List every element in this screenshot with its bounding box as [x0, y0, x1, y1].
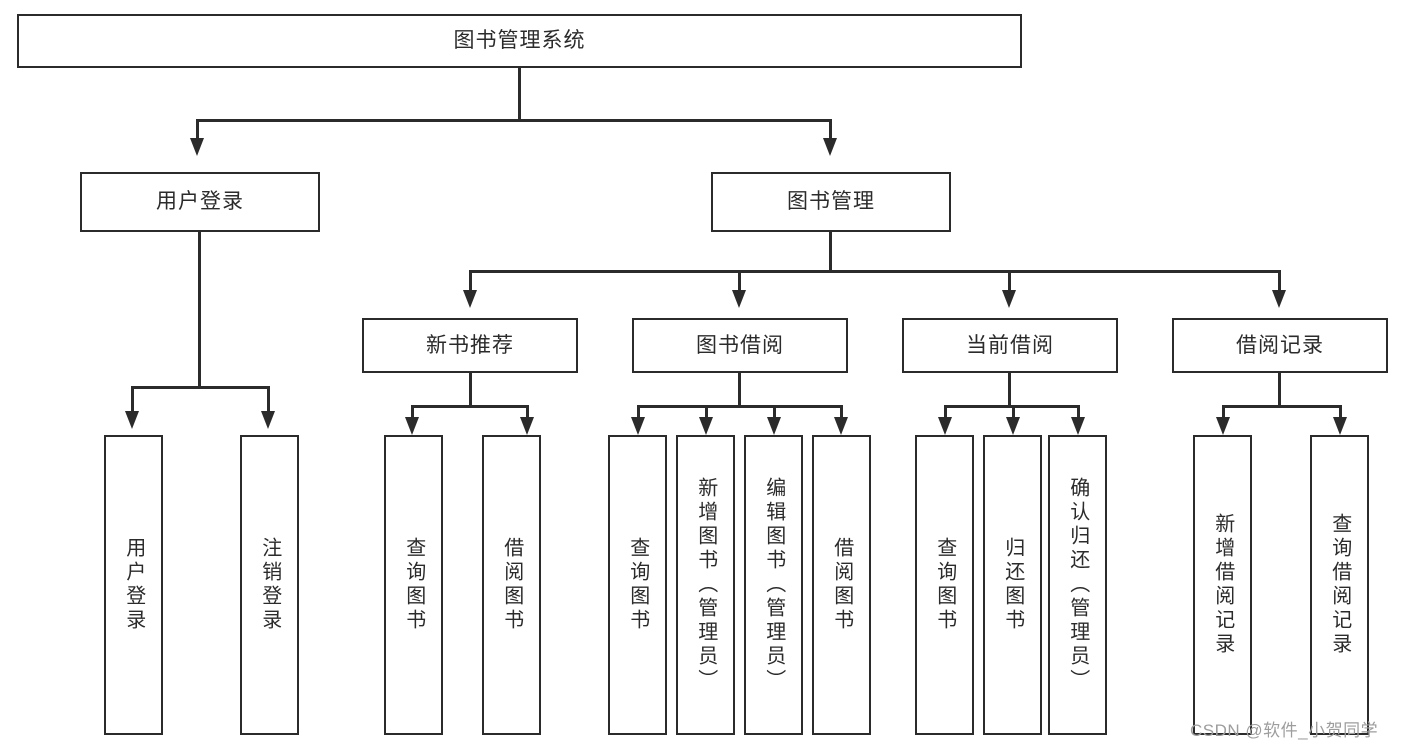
node-label: 查询借阅记录	[1328, 513, 1351, 657]
connector-level3-drop-2	[738, 270, 741, 292]
connector-new-book-rec-bus	[411, 405, 528, 408]
node-label: 用户登录	[156, 190, 244, 214]
node-leaf-query-record[interactable]: 查询借阅记录	[1310, 435, 1369, 735]
connector-root-stem	[518, 68, 521, 121]
node-leaf-confirm-return[interactable]: 确认归还（管理员）	[1048, 435, 1107, 735]
node-label: 新增图书（管理员）	[694, 477, 717, 693]
connector-new-book-rec-drop-1	[411, 405, 414, 419]
arrowhead-book-manage	[823, 138, 837, 156]
arrowhead-book-borrow	[732, 290, 746, 308]
connector-current-borrow-bus	[944, 405, 1079, 408]
node-leaf-borrow-book-2[interactable]: 借阅图书	[812, 435, 871, 735]
connector-borrow-record-drop-1	[1222, 405, 1225, 419]
connector-book-manage-stem	[829, 232, 832, 272]
node-label: 注销登录	[258, 537, 281, 633]
arrowhead-leaf-query-book-2	[631, 417, 645, 435]
connector-level3-drop-3	[1008, 270, 1011, 292]
node-leaf-query-book-3[interactable]: 查询图书	[915, 435, 974, 735]
arrowhead-borrow-record	[1272, 290, 1286, 308]
node-label: 查询图书	[402, 537, 425, 633]
node-book-manage[interactable]: 图书管理	[711, 172, 951, 232]
arrowhead-leaf-add-book	[699, 417, 713, 435]
connector-user-login-drop-2	[267, 386, 270, 413]
connector-book-borrow-bus	[637, 405, 842, 408]
node-leaf-user-logout[interactable]: 注销登录	[240, 435, 299, 735]
arrowhead-leaf-edit-book	[767, 417, 781, 435]
connector-user-login-bus	[131, 386, 269, 389]
node-label: 用户登录	[122, 537, 145, 633]
arrowhead-leaf-user-logout	[261, 411, 275, 429]
connector-new-book-rec-drop-2	[526, 405, 529, 419]
arrowhead-current-borrow	[1002, 290, 1016, 308]
connector-book-borrow-drop-3	[773, 405, 776, 419]
node-label: 查询图书	[626, 537, 649, 633]
node-current-borrow[interactable]: 当前借阅	[902, 318, 1118, 373]
node-book-borrow[interactable]: 图书借阅	[632, 318, 848, 373]
node-leaf-borrow-book-1[interactable]: 借阅图书	[482, 435, 541, 735]
connector-user-login-stem	[198, 232, 201, 388]
arrowhead-leaf-add-record	[1216, 417, 1230, 435]
node-label: 当前借阅	[966, 333, 1054, 357]
node-leaf-add-record[interactable]: 新增借阅记录	[1193, 435, 1252, 735]
connector-current-borrow-drop-3	[1077, 405, 1080, 419]
connector-level3-drop-1	[469, 270, 472, 292]
connector-book-borrow-stem	[738, 373, 741, 407]
arrowhead-leaf-query-book-3	[938, 417, 952, 435]
node-leaf-user-login[interactable]: 用户登录	[104, 435, 163, 735]
connector-level2-bus	[196, 119, 832, 122]
connector-new-book-rec-stem	[469, 373, 472, 407]
node-label: 借阅记录	[1236, 333, 1324, 357]
node-leaf-add-book[interactable]: 新增图书（管理员）	[676, 435, 735, 735]
node-label: 编辑图书（管理员）	[762, 477, 785, 693]
node-root-system[interactable]: 图书管理系统	[17, 14, 1022, 68]
connector-level3-bus	[469, 270, 1281, 273]
connector-borrow-record-bus	[1222, 405, 1341, 408]
arrowhead-new-book-rec	[463, 290, 477, 308]
connector-borrow-record-stem	[1278, 373, 1281, 407]
arrowhead-leaf-user-login	[125, 411, 139, 429]
node-leaf-edit-book[interactable]: 编辑图书（管理员）	[744, 435, 803, 735]
node-user-login[interactable]: 用户登录	[80, 172, 320, 232]
node-label: 借阅图书	[830, 537, 853, 633]
arrowhead-leaf-return-book	[1006, 417, 1020, 435]
node-leaf-query-book-1[interactable]: 查询图书	[384, 435, 443, 735]
node-new-book-rec[interactable]: 新书推荐	[362, 318, 578, 373]
node-label: 新书推荐	[426, 333, 514, 357]
node-label: 查询图书	[933, 537, 956, 633]
arrowhead-leaf-query-record	[1333, 417, 1347, 435]
node-leaf-return-book[interactable]: 归还图书	[983, 435, 1042, 735]
node-label: 确认归还（管理员）	[1066, 477, 1089, 693]
node-label: 借阅图书	[500, 537, 523, 633]
node-leaf-query-book-2[interactable]: 查询图书	[608, 435, 667, 735]
connector-borrow-record-drop-2	[1339, 405, 1342, 419]
connector-level3-drop-4	[1278, 270, 1281, 292]
connector-book-borrow-drop-2	[705, 405, 708, 419]
connector-book-borrow-drop-1	[637, 405, 640, 419]
connector-level2-drop-left	[196, 119, 199, 140]
arrowhead-leaf-query-book-1	[405, 417, 419, 435]
connector-current-borrow-drop-2	[1012, 405, 1015, 419]
arrowhead-user-login	[190, 138, 204, 156]
connector-user-login-drop-1	[131, 386, 134, 413]
node-label: 归还图书	[1001, 537, 1024, 633]
connector-current-borrow-drop-1	[944, 405, 947, 419]
node-label: 图书借阅	[696, 333, 784, 357]
arrowhead-leaf-confirm-return	[1071, 417, 1085, 435]
connector-current-borrow-stem	[1008, 373, 1011, 407]
node-label: 新增借阅记录	[1211, 513, 1234, 657]
connector-level2-drop-right	[829, 119, 832, 140]
node-label: 图书管理	[787, 190, 875, 214]
node-borrow-record[interactable]: 借阅记录	[1172, 318, 1388, 373]
node-label: 图书管理系统	[453, 29, 586, 53]
arrowhead-leaf-borrow-book-2	[834, 417, 848, 435]
connector-book-borrow-drop-4	[840, 405, 843, 419]
arrowhead-leaf-borrow-book-1	[520, 417, 534, 435]
